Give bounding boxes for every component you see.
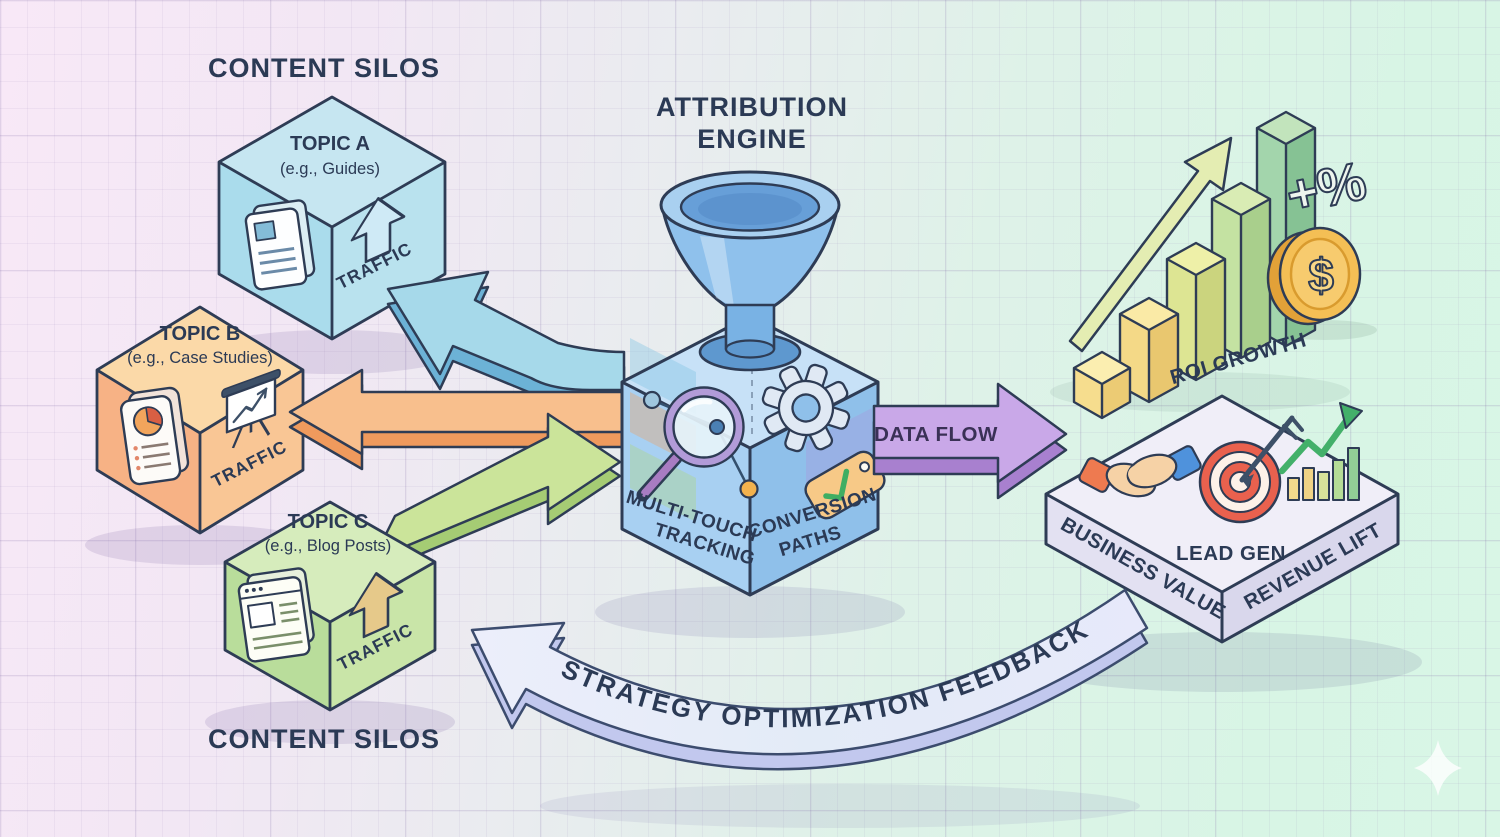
ghost-purple-arrow [806,408,872,484]
ghost-green-arrow [630,444,696,522]
silo-topic-b-cube: TOPIC B (e.g., Case Studies) TRAFFIC [95,305,305,535]
content-silos-title-bottom: CONTENT SILOS [208,724,440,754]
document-icon [244,199,316,291]
target-arrow-icon [1198,415,1304,524]
data-flow-arrow: DATA FLOW [872,382,1068,500]
silo-a-name: TOPIC A [290,133,370,155]
handshake-icon [1078,445,1202,498]
attribution-engine: MULTI-TOUCH TRACKING CONVERSION PATHS [620,170,886,597]
content-silos-title-top: CONTENT SILOS [208,53,440,83]
data-flow-label: DATA FLOW [874,423,998,446]
business-value-platform: LEAD GEN BUSINESS VALUE REVENUE LIFT [1044,394,1400,644]
sparkle-icon [1414,740,1462,796]
platform-right-face [1222,494,1398,642]
bar-chart-3d-icon [1072,110,1317,420]
silo-a-example: (e.g., Guides) [280,160,380,178]
silo-b-name: TOPIC B [160,323,241,345]
attribution-engine-title-2: ENGINE [697,124,807,154]
up-arrow-icon [348,572,404,639]
silo-topic-c-cube: TOPIC C (e.g., Blog Posts) TRAFFIC [223,500,437,712]
gear-icon [761,363,851,453]
cube-right-face [200,370,303,533]
silo-c-example: (e.g., Blog Posts) [265,537,392,555]
silo-c-name: TOPIC C [288,511,369,533]
platform-left-face [1046,494,1222,642]
attribution-engine-title-1: ATTRIBUTION [656,92,848,122]
pie-report-icon [119,386,190,486]
growth-arrow-icon [1068,136,1233,353]
up-arrow-icon [350,197,406,264]
revenue-bars-icon [1278,402,1363,501]
roi-growth-cluster: +% $ ROI GROWTH [1068,110,1372,420]
bar-4 [1210,181,1272,360]
shadows [85,320,1422,828]
silo-b-example: (e.g., Case Studies) [127,349,273,367]
browser-icon [237,567,315,663]
funnel-icon [659,170,841,372]
bar-1 [1072,350,1132,420]
cube-right-face [330,562,435,710]
silo-topic-a-cube: TOPIC A (e.g., Guides) TRAFFIC [217,95,447,341]
traffic-arrow-blue [386,270,626,407]
lead-gen-label: LEAD GEN [1176,542,1286,565]
dollar-coin-icon: $ [1266,226,1362,326]
presentation-chart-icon [221,368,281,449]
magnifier-network-icon [636,386,759,502]
dollar-sign: $ [1308,249,1334,301]
bar-2 [1118,296,1180,404]
